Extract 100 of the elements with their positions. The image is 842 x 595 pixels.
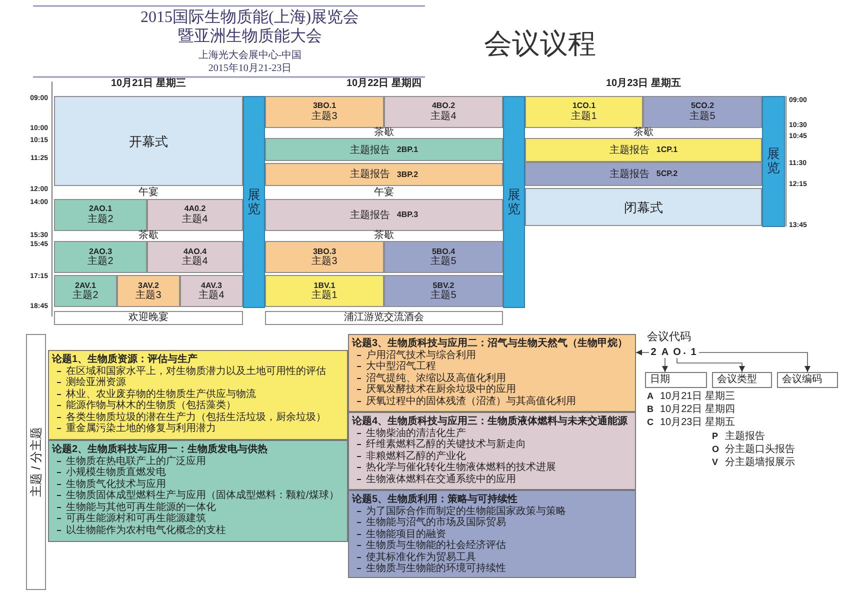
session-box: [147, 240, 243, 274]
session-code: 5BO.4: [432, 246, 456, 256]
session-code: 4AV.3: [201, 280, 222, 290]
code-letter: C: [647, 418, 654, 427]
bullet-text: 生物液体燃料在交通系统中的应用: [366, 474, 516, 485]
session-box: [117, 275, 180, 308]
session-code: 3BO.3: [312, 246, 336, 256]
bullet-text: 林业、农业废弃物的生物质生产供应与物流: [66, 388, 256, 400]
topic-panel: [348, 490, 636, 578]
session-code: 4BO.2: [432, 101, 456, 110]
session-box: [384, 240, 503, 274]
conference-title: 2015国际生物质能(上海)展览会暨亚洲生物质能大会: [139, 9, 360, 47]
session-theme: 主题2: [88, 256, 114, 268]
bullet-text: 能源作物与林木的生物质（包括藻类）: [66, 400, 236, 412]
code-legend-title: 会议代码: [647, 332, 691, 343]
session-box: [265, 240, 384, 274]
bullet-text: 在区域和国家水平上，对生物质潜力以及土地可用性的评估: [66, 366, 326, 376]
bullet-text: 热化学与催化转化生物液体燃料的技术进展: [366, 462, 556, 474]
session-theme: 主题3: [136, 290, 162, 302]
exhibition-bar: [762, 96, 785, 226]
session-type: 主题报告: [350, 208, 390, 222]
session-theme: 主题4: [198, 290, 224, 302]
topic-heading: 论题1、生物质资源：评估与生产: [52, 354, 199, 366]
break-label: 茶歇: [373, 128, 395, 138]
bullet-text: 生物能与其他可再生能源的一体化: [66, 502, 216, 512]
evening-event-box: [54, 311, 243, 325]
bullet-text: 使其标准化作为贸易工具: [366, 552, 476, 562]
exhibition-label: 展览: [248, 188, 260, 216]
topic-panel: [348, 334, 636, 412]
session-box: [265, 96, 384, 128]
code-part-label: 会议类型: [717, 375, 757, 385]
session-type: 主题报告: [609, 144, 650, 157]
exhibition-label: 展览: [508, 188, 520, 216]
session-box: [643, 96, 762, 128]
day-header: 10月21日 星期三: [110, 79, 188, 90]
session-theme: 主题2: [72, 290, 98, 302]
ceremony-box: [525, 188, 762, 226]
plenary-session-box: [265, 138, 503, 161]
session-theme: 主题5: [690, 110, 716, 122]
session-theme: 主题1: [571, 110, 597, 122]
theme-header-box: [26, 334, 46, 590]
session-box: [525, 96, 643, 128]
ceremony-label: 开幕式: [129, 134, 168, 148]
exhibition-bar: [503, 96, 525, 308]
session-code: 4BP.3: [396, 210, 418, 220]
session-theme: 主题3: [312, 256, 338, 268]
code-character: 2: [650, 347, 657, 358]
session-code: 2AO.3: [88, 246, 112, 256]
bullet-text: 生物质在热电联产上的广泛应用: [66, 456, 206, 466]
agenda-heading: 会议议程: [483, 30, 597, 58]
bullet-text: 重金属污染土地的修复与利用潜力: [66, 423, 216, 434]
code-letter: O: [712, 445, 720, 454]
code-part-label: 会议编码: [782, 375, 822, 385]
session-code: 4A0.2: [184, 204, 206, 214]
session-code: 1CP.1: [656, 145, 678, 154]
code-letter: P: [712, 432, 718, 441]
bullet-text: 以生物能作为农村电气化概念的支柱: [66, 524, 226, 536]
session-code: 3AV.2: [138, 280, 159, 290]
session-code: 1CO.1: [572, 101, 596, 110]
break-label: 茶歇: [632, 128, 654, 138]
plenary-session-box: [265, 162, 503, 186]
session-code: 3BP.2: [396, 170, 418, 179]
code-meaning: 分主题墙报展示: [725, 458, 795, 468]
day-header: 10月22日 星期四: [345, 79, 423, 90]
session-code: 5CO.2: [690, 101, 714, 110]
day-header: 10月23日 星期五: [604, 79, 682, 90]
bullet-text: 为了国际合作而制定的生物能国家政策与策略: [366, 506, 566, 516]
bullet-text: 大中型沼气工程: [366, 361, 436, 372]
session-code: 5BV.2: [432, 280, 454, 290]
topic-panel: [48, 350, 348, 440]
session-theme: 主题5: [430, 290, 456, 302]
connector-arrow: [698, 352, 810, 372]
theme-header-label: 主题 / 分主题: [30, 427, 42, 497]
topic-heading: 论题3、生物质科技与应用二：沼气与生物天然气（生物甲烷）: [352, 338, 629, 350]
code-part-box: [777, 372, 838, 388]
session-type: 主题报告: [609, 168, 650, 181]
topic-heading: 论题2、生物质科技与应用一：生物质发电与供热: [52, 444, 269, 456]
bullet-text: 生物能与沼气的市场及国际贸易: [366, 517, 506, 528]
code-part-box: [645, 372, 707, 388]
code-meaning: 10月23日 星期五: [660, 418, 736, 428]
break-label: 茶歇: [373, 231, 395, 242]
session-box: [180, 275, 243, 308]
break-label: 午宴: [373, 188, 395, 198]
session-type: 主题报告: [350, 168, 390, 182]
date-range-text: 2015年10月21-23日: [207, 64, 293, 74]
topic-panel: [48, 440, 348, 542]
evening-event-label: 欢迎晚宴: [128, 313, 168, 323]
break-label: 午宴: [138, 188, 160, 198]
exhibition-label: 展览: [767, 146, 780, 176]
session-theme: 主题1: [312, 290, 338, 302]
code-character: O: [673, 347, 681, 358]
code-letter: A: [647, 392, 654, 401]
session-theme: 主题4: [182, 256, 208, 268]
session-code: 2AV.1: [75, 280, 96, 290]
session-code: 3BO.1: [312, 101, 336, 110]
session-code: 1BV.1: [314, 280, 336, 290]
ceremony-box: [54, 96, 243, 186]
code-separator: .: [682, 347, 687, 357]
session-theme: 主题2: [88, 214, 114, 226]
venue-text: 上海光大会展中心-中国: [197, 51, 303, 61]
